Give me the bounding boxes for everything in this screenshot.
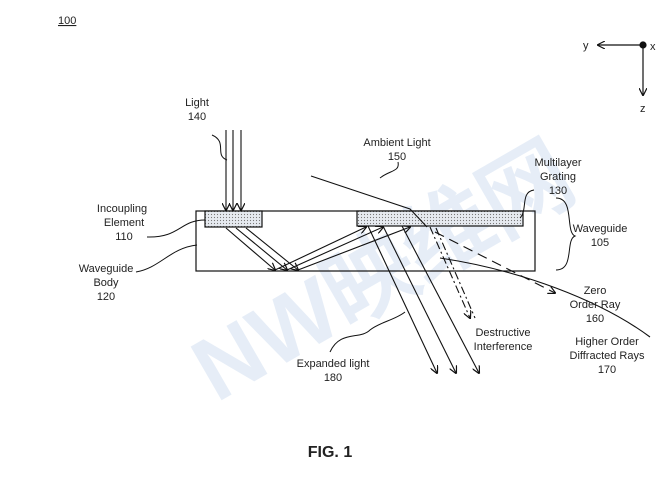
axis-indicator <box>598 42 646 95</box>
leader-lines <box>135 134 577 353</box>
axis-x-label: x <box>650 41 656 53</box>
multilayer-grating <box>356 210 524 227</box>
watermark-logo: NW映维网 <box>176 124 590 421</box>
ambient-light-label: Ambient Light <box>363 137 430 149</box>
body-label-2: Body <box>93 277 119 289</box>
expanded-light-number: 180 <box>324 372 342 384</box>
grating-label-1: Multilayer <box>534 157 581 169</box>
light-rays <box>226 130 651 373</box>
higher-order-label-2: Diffracted Rays <box>570 350 645 362</box>
higher-order-number: 170 <box>598 364 616 376</box>
destructive-label-2: Interference <box>474 341 533 353</box>
incoupling-label-2: Element <box>104 217 144 229</box>
axis-y-label: y <box>583 40 589 52</box>
incoupling-label-1: Incoupling <box>97 203 147 215</box>
waveguide-label: Waveguide <box>573 223 628 235</box>
body-number: 120 <box>97 291 115 303</box>
figure-number: 100 <box>58 15 76 27</box>
figure-caption: FIG. 1 <box>308 444 353 461</box>
zero-order-number: 160 <box>586 313 604 325</box>
expanded-light-label: Expanded light <box>297 358 370 370</box>
grating-label-2: Grating <box>540 171 576 183</box>
axis-z-label: z <box>640 103 646 115</box>
svg-text:NW映维网: NW映维网 <box>176 124 590 421</box>
body-label-1: Waveguide <box>79 263 134 275</box>
waveguide-number: 105 <box>591 237 609 249</box>
incoupling-element <box>204 210 263 228</box>
light-number: 140 <box>188 111 206 123</box>
zero-order-label-1: Zero <box>584 285 607 297</box>
zero-order-label-2: Order Ray <box>570 299 621 311</box>
destructive-label-1: Destructive <box>475 327 530 339</box>
ambient-light-number: 150 <box>388 151 406 163</box>
incoupling-number: 110 <box>115 231 133 243</box>
light-label: Light <box>185 97 209 109</box>
higher-order-label-1: Higher Order <box>575 336 639 348</box>
waveguide <box>195 210 536 272</box>
grating-number: 130 <box>549 185 567 197</box>
